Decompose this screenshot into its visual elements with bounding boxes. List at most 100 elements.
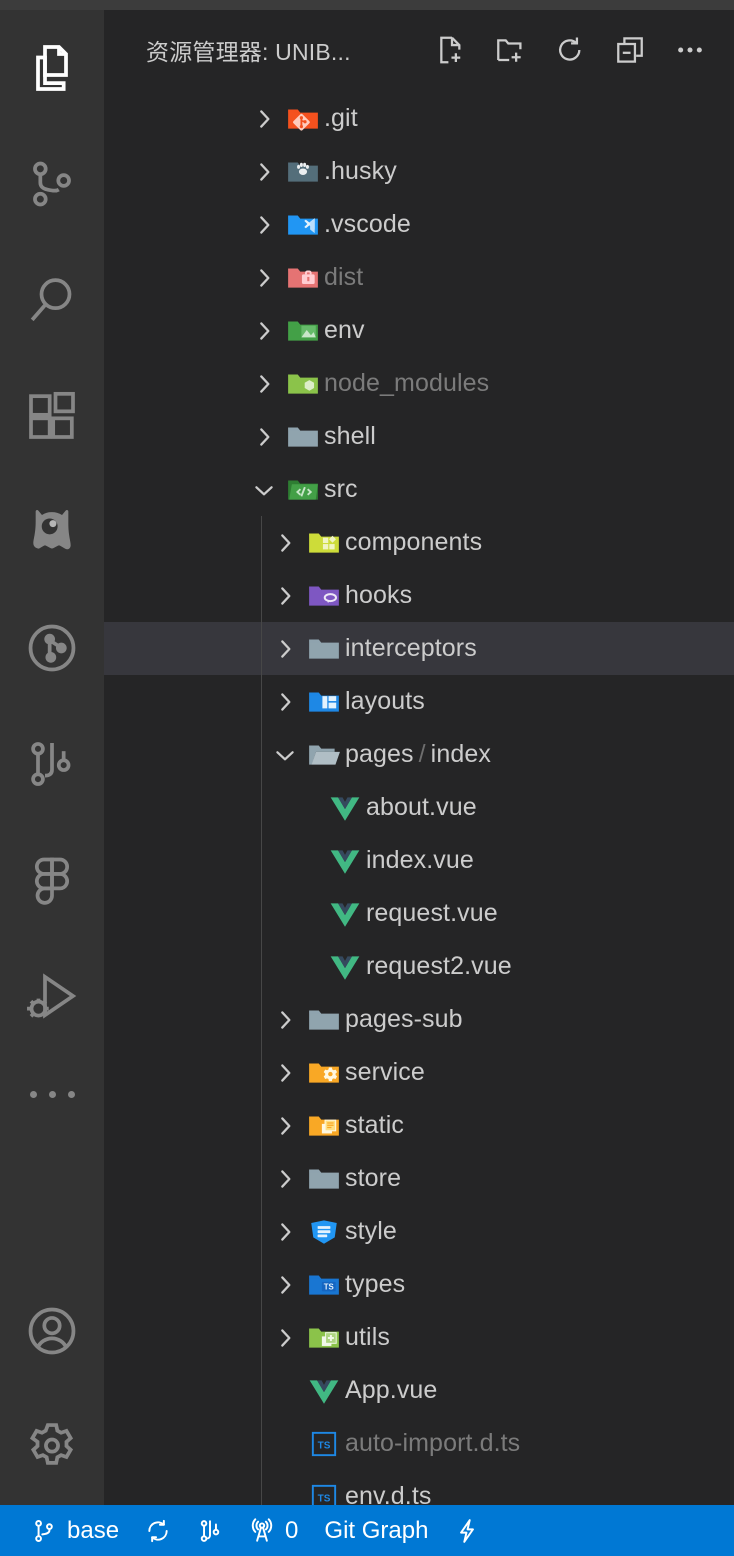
- tree-row--husky[interactable]: .husky: [104, 145, 734, 198]
- zap-icon: [454, 1518, 480, 1544]
- activity-item-codeium[interactable]: [0, 474, 104, 590]
- tree-row-style[interactable]: style: [104, 1205, 734, 1258]
- tree-row-index-vue[interactable]: index.vue: [104, 834, 734, 887]
- folder-husky-icon: [282, 155, 324, 189]
- tree-row-pages[interactable]: pages/index: [104, 728, 734, 781]
- tree-row-static[interactable]: static: [104, 1099, 734, 1152]
- tree-item-name: types: [345, 1270, 405, 1299]
- folder-git-icon: [282, 102, 324, 136]
- tree-row-pages-sub[interactable]: pages-sub: [104, 993, 734, 1046]
- activity-more-button[interactable]: [0, 1054, 104, 1134]
- chevron-right-icon[interactable]: [267, 636, 303, 662]
- views-and-more-button[interactable]: [660, 20, 720, 80]
- chevron-right-icon[interactable]: [267, 530, 303, 556]
- tree-item-label: components: [345, 528, 483, 556]
- status-item-zap[interactable]: [441, 1505, 493, 1556]
- file-dts-icon: TS: [303, 1480, 345, 1505]
- chevron-down-icon[interactable]: [267, 742, 303, 768]
- status-item-sync[interactable]: [132, 1505, 184, 1556]
- tree-item-name: utils: [345, 1323, 390, 1352]
- tree-item-name: request2.vue: [366, 952, 512, 981]
- collapse-all-button[interactable]: [600, 20, 660, 80]
- tree-row-dist[interactable]: dist: [104, 251, 734, 304]
- tree-row-request-vue[interactable]: request.vue: [104, 887, 734, 940]
- tree-row-app-vue[interactable]: App.vue: [104, 1364, 734, 1417]
- tree-item-name: src: [324, 475, 358, 504]
- chevron-down-icon[interactable]: [246, 477, 282, 503]
- tree-item-label: env: [324, 316, 365, 344]
- folder-components-icon: [303, 526, 345, 560]
- tree-item-label: .vscode: [324, 210, 411, 238]
- folder-types-icon: TS: [303, 1268, 345, 1302]
- activity-item-settings[interactable]: [0, 1389, 104, 1505]
- activity-item-explorer[interactable]: [0, 10, 104, 126]
- chevron-right-icon[interactable]: [267, 1060, 303, 1086]
- activity-item-figma[interactable]: [0, 822, 104, 938]
- new-folder-button[interactable]: [480, 20, 540, 80]
- chevron-right-icon[interactable]: [267, 689, 303, 715]
- tree-item-name: auto-import.d.ts: [345, 1429, 520, 1458]
- tree-row-store[interactable]: store: [104, 1152, 734, 1205]
- tree-item-label: src: [324, 475, 358, 503]
- chevron-right-icon[interactable]: [246, 159, 282, 185]
- activity-item-run-and-debug[interactable]: [0, 938, 104, 1054]
- chevron-right-icon[interactable]: [246, 106, 282, 132]
- folder-layouts-icon: [303, 685, 345, 719]
- status-item-branch[interactable]: base: [18, 1505, 132, 1556]
- tree-row--vscode[interactable]: .vscode: [104, 198, 734, 251]
- chevron-right-icon[interactable]: [267, 583, 303, 609]
- chevron-right-icon[interactable]: [246, 265, 282, 291]
- status-item-git-compare[interactable]: [184, 1505, 236, 1556]
- chevron-right-icon[interactable]: [246, 318, 282, 344]
- tree-row-about-vue[interactable]: about.vue: [104, 781, 734, 834]
- activity-item-git-graph[interactable]: [0, 590, 104, 706]
- new-file-button[interactable]: [420, 20, 480, 80]
- tree-item-label: .git: [324, 104, 358, 132]
- chevron-right-icon[interactable]: [267, 1219, 303, 1245]
- folder-service-icon: [303, 1056, 345, 1090]
- status-item-text: 0: [285, 1516, 299, 1544]
- chevron-right-icon[interactable]: [267, 1113, 303, 1139]
- activity-item-source-control[interactable]: [0, 126, 104, 242]
- chevron-right-icon[interactable]: [246, 212, 282, 238]
- refresh-button[interactable]: [540, 20, 600, 80]
- status-item-git-graph[interactable]: Git Graph: [311, 1505, 441, 1556]
- sync-icon: [145, 1518, 171, 1544]
- tree-item-label: pages-sub: [345, 1005, 463, 1033]
- tree-row-env[interactable]: env: [104, 304, 734, 357]
- chevron-right-icon[interactable]: [246, 424, 282, 450]
- activity-item-extensions[interactable]: [0, 358, 104, 474]
- tree-row-interceptors[interactable]: interceptors: [104, 622, 734, 675]
- chevron-right-icon[interactable]: [267, 1325, 303, 1351]
- tree-item-name: hooks: [345, 581, 412, 610]
- tree-row-components[interactable]: components: [104, 516, 734, 569]
- tree-row-src[interactable]: src: [104, 463, 734, 516]
- chevron-right-icon[interactable]: [246, 371, 282, 397]
- new-folder-icon: [494, 34, 526, 66]
- tree-row-request2-vue[interactable]: request2.vue: [104, 940, 734, 993]
- tree-row-node-modules[interactable]: node_modules: [104, 357, 734, 410]
- folder-plain-icon: [303, 1162, 345, 1196]
- chevron-right-icon[interactable]: [267, 1272, 303, 1298]
- chevron-right-icon[interactable]: [267, 1166, 303, 1192]
- activity-item-accounts[interactable]: [0, 1273, 104, 1389]
- activity-item-git-compare[interactable]: [0, 706, 104, 822]
- tree-row--git[interactable]: .git: [104, 92, 734, 145]
- tree-row-shell[interactable]: shell: [104, 410, 734, 463]
- tree-row-layouts[interactable]: layouts: [104, 675, 734, 728]
- tree-item-label: node_modules: [324, 369, 490, 397]
- workbench: 资源管理器: UNIB...: [0, 10, 734, 1505]
- tree-item-label: App.vue: [345, 1376, 438, 1404]
- activity-item-search[interactable]: [0, 242, 104, 358]
- chevron-right-icon[interactable]: [267, 1007, 303, 1033]
- tree-row-service[interactable]: service: [104, 1046, 734, 1099]
- tree-item-label: shell: [324, 422, 376, 450]
- tree-row-hooks[interactable]: hooks: [104, 569, 734, 622]
- tree-row-utils[interactable]: utils: [104, 1311, 734, 1364]
- status-item-remote-ports[interactable]: 0: [236, 1505, 311, 1556]
- explorer-title: 资源管理器: UNIB...: [146, 39, 351, 65]
